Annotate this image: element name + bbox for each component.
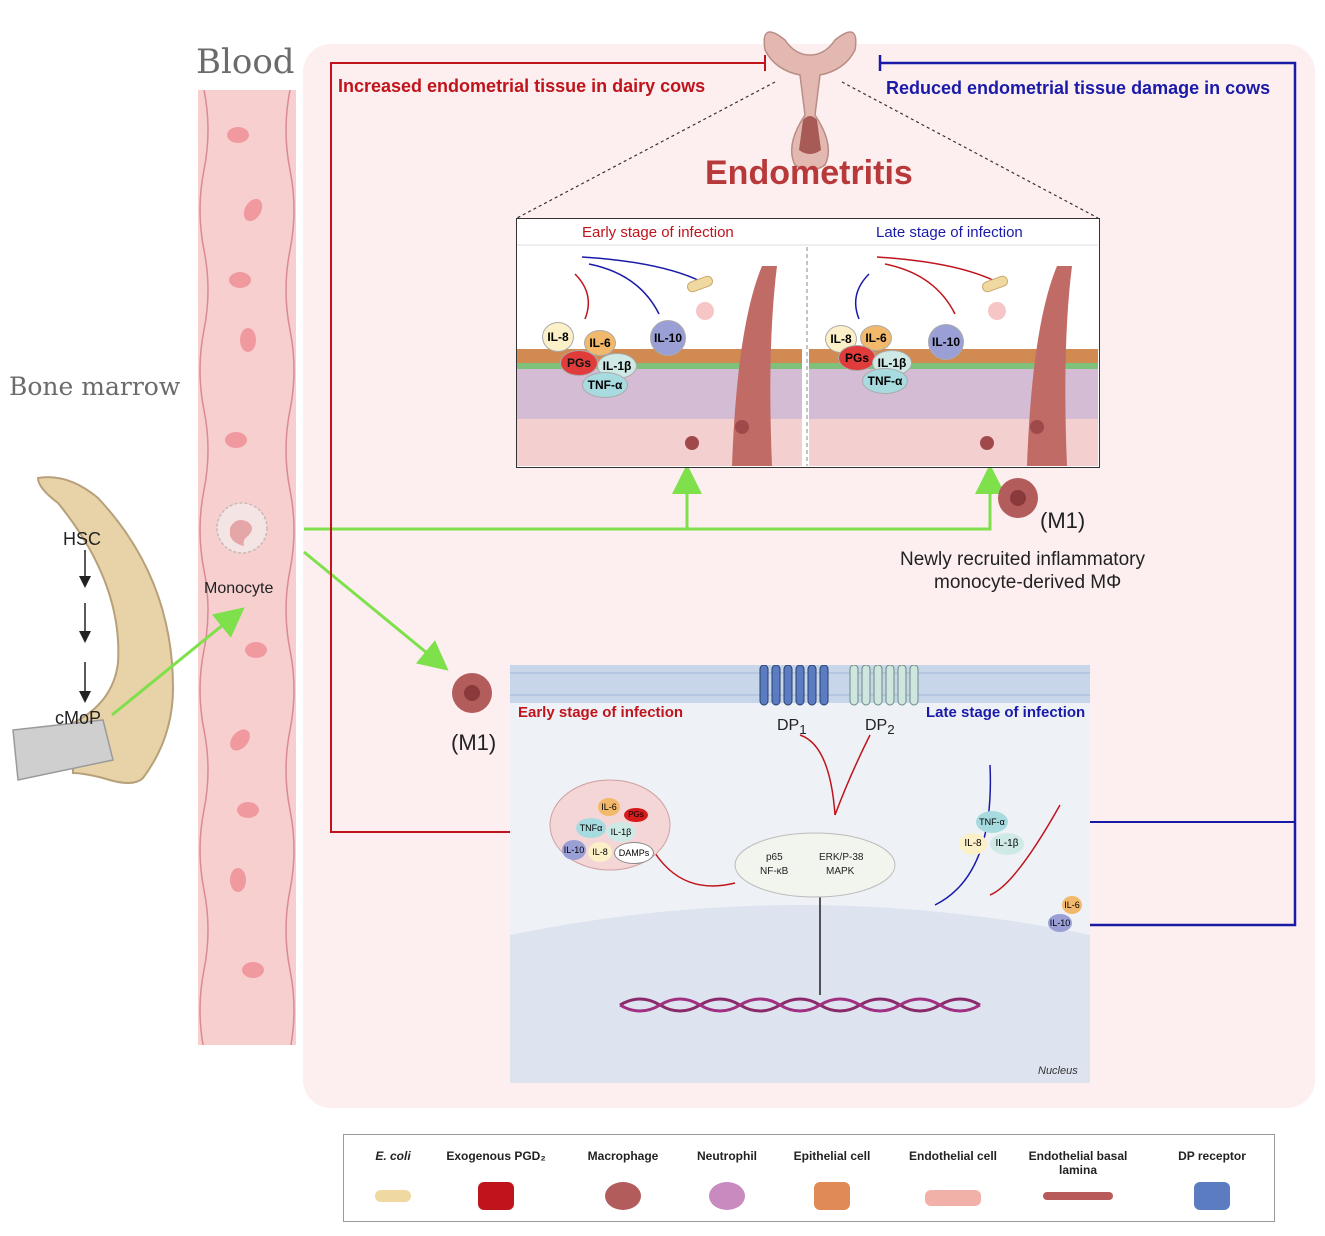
legend-label-7: DP receptor [1178, 1149, 1246, 1163]
tnfa-small: TNFα [576, 818, 606, 838]
il1b-late-small: IL-1β [990, 833, 1024, 855]
legend-icon-3 [709, 1182, 745, 1210]
legend-label-2: Macrophage [587, 1149, 659, 1163]
il10-small: IL-10 [562, 840, 586, 860]
uterus-icon [763, 31, 857, 170]
dp2-subscript: 2 [887, 722, 895, 738]
il6-small: IL-6 [598, 798, 620, 816]
hsc-label: HSC [63, 529, 102, 549]
macrophage-icon-left [452, 673, 492, 713]
monocyte-cell-icon [216, 502, 268, 554]
legend-label-4: Epithelial cell [793, 1149, 871, 1163]
legend-icon-1 [478, 1182, 514, 1210]
monocyte-label: Monocyte [204, 580, 274, 597]
nfkb-label: NF-κB [760, 866, 789, 877]
late-stage-label: Late stage of infection [876, 224, 1023, 241]
tnfa-late-small: TNF-α [976, 811, 1008, 833]
mapk-label: MAPK [826, 866, 855, 877]
il1b-small: IL-1β [606, 822, 636, 842]
pgs-bubble-early: PGs [560, 350, 598, 376]
blood-title: Blood [196, 42, 295, 82]
blood-vessel-walls [199, 90, 295, 1045]
legend-label-1: Exogenous PGD₂ [446, 1149, 546, 1163]
legend-icon-4 [814, 1182, 850, 1210]
erk-label: ERK/P-38 [819, 852, 864, 863]
il8-bubble-early: IL-8 [542, 322, 574, 352]
il8-late-small: IL-8 [959, 833, 987, 855]
dp1-text: DP [777, 717, 800, 734]
legend-icon-5 [925, 1190, 981, 1206]
newly-recruited-label-2: monocyte-derived MΦ [934, 572, 1122, 593]
legend-label-5: Endothelial cell [908, 1149, 998, 1163]
early-stage-bottom-label: Early stage of infection [518, 704, 684, 721]
il10-bubble-late: IL-10 [928, 324, 964, 360]
dp1-subscript: 1 [799, 722, 807, 738]
pgs-small: PGs [624, 808, 648, 822]
nucleus-label: Nucleus [1038, 1065, 1078, 1077]
il8-small: IL-8 [588, 842, 612, 862]
il10-bubble-early: IL-10 [650, 320, 686, 356]
macrophage-icon-top [998, 478, 1038, 518]
bone-marrow-title: Bone marrow [9, 372, 181, 401]
newly-recruited-label-1: Newly recruited inflammatory [900, 549, 1145, 570]
increased-damage-label: Increased endometrial tissue in dairy co… [338, 76, 706, 96]
p65-label: p65 [766, 852, 783, 863]
m1-label-top: (M1) [1040, 508, 1086, 533]
dp2-label: DP2 [865, 717, 895, 737]
red-feedback-line [330, 62, 765, 833]
dp1-label: DP1 [777, 717, 807, 737]
legend-icon-6 [1043, 1192, 1113, 1200]
legend-label-3: Neutrophil [697, 1149, 757, 1163]
m1-label-left: (M1) [451, 730, 497, 755]
il10-late-small: IL-10 [1048, 914, 1072, 932]
monocyte-to-late-arrow [304, 464, 1005, 531]
cmop-to-monocyte-arrow [111, 607, 245, 717]
red-blood-cells [225, 127, 267, 978]
legend-icon-0 [375, 1190, 411, 1202]
blue-feedback-line [880, 61, 1297, 927]
il6-late-small: IL-6 [1062, 896, 1082, 914]
reduced-damage-label: Reduced endometrial tissue damage in cow… [886, 78, 1271, 98]
blood-vessel [198, 90, 296, 1045]
bone-icon [12, 476, 175, 784]
legend-label-0: E. coli [375, 1149, 411, 1163]
legend-label-6: Endothelial basal lamina [1028, 1149, 1128, 1177]
tnfa-bubble-late: TNF-α [862, 368, 908, 394]
tnfa-bubble-early: TNF-α [582, 372, 628, 398]
monocyte-to-m1-arrow [303, 550, 449, 671]
early-stage-label: Early stage of infection [582, 224, 734, 241]
late-stage-bottom-label: Late stage of infection [926, 704, 1086, 721]
legend-icon-7 [1194, 1182, 1230, 1210]
legend-icon-2 [605, 1182, 641, 1210]
dp2-text: DP [865, 717, 888, 734]
endometritis-title: Endometritis [705, 154, 913, 192]
cmop-label: cMoP [55, 708, 102, 728]
pgs-bubble-late: PGs [838, 345, 876, 371]
damps-small: DAMPs [614, 842, 654, 864]
